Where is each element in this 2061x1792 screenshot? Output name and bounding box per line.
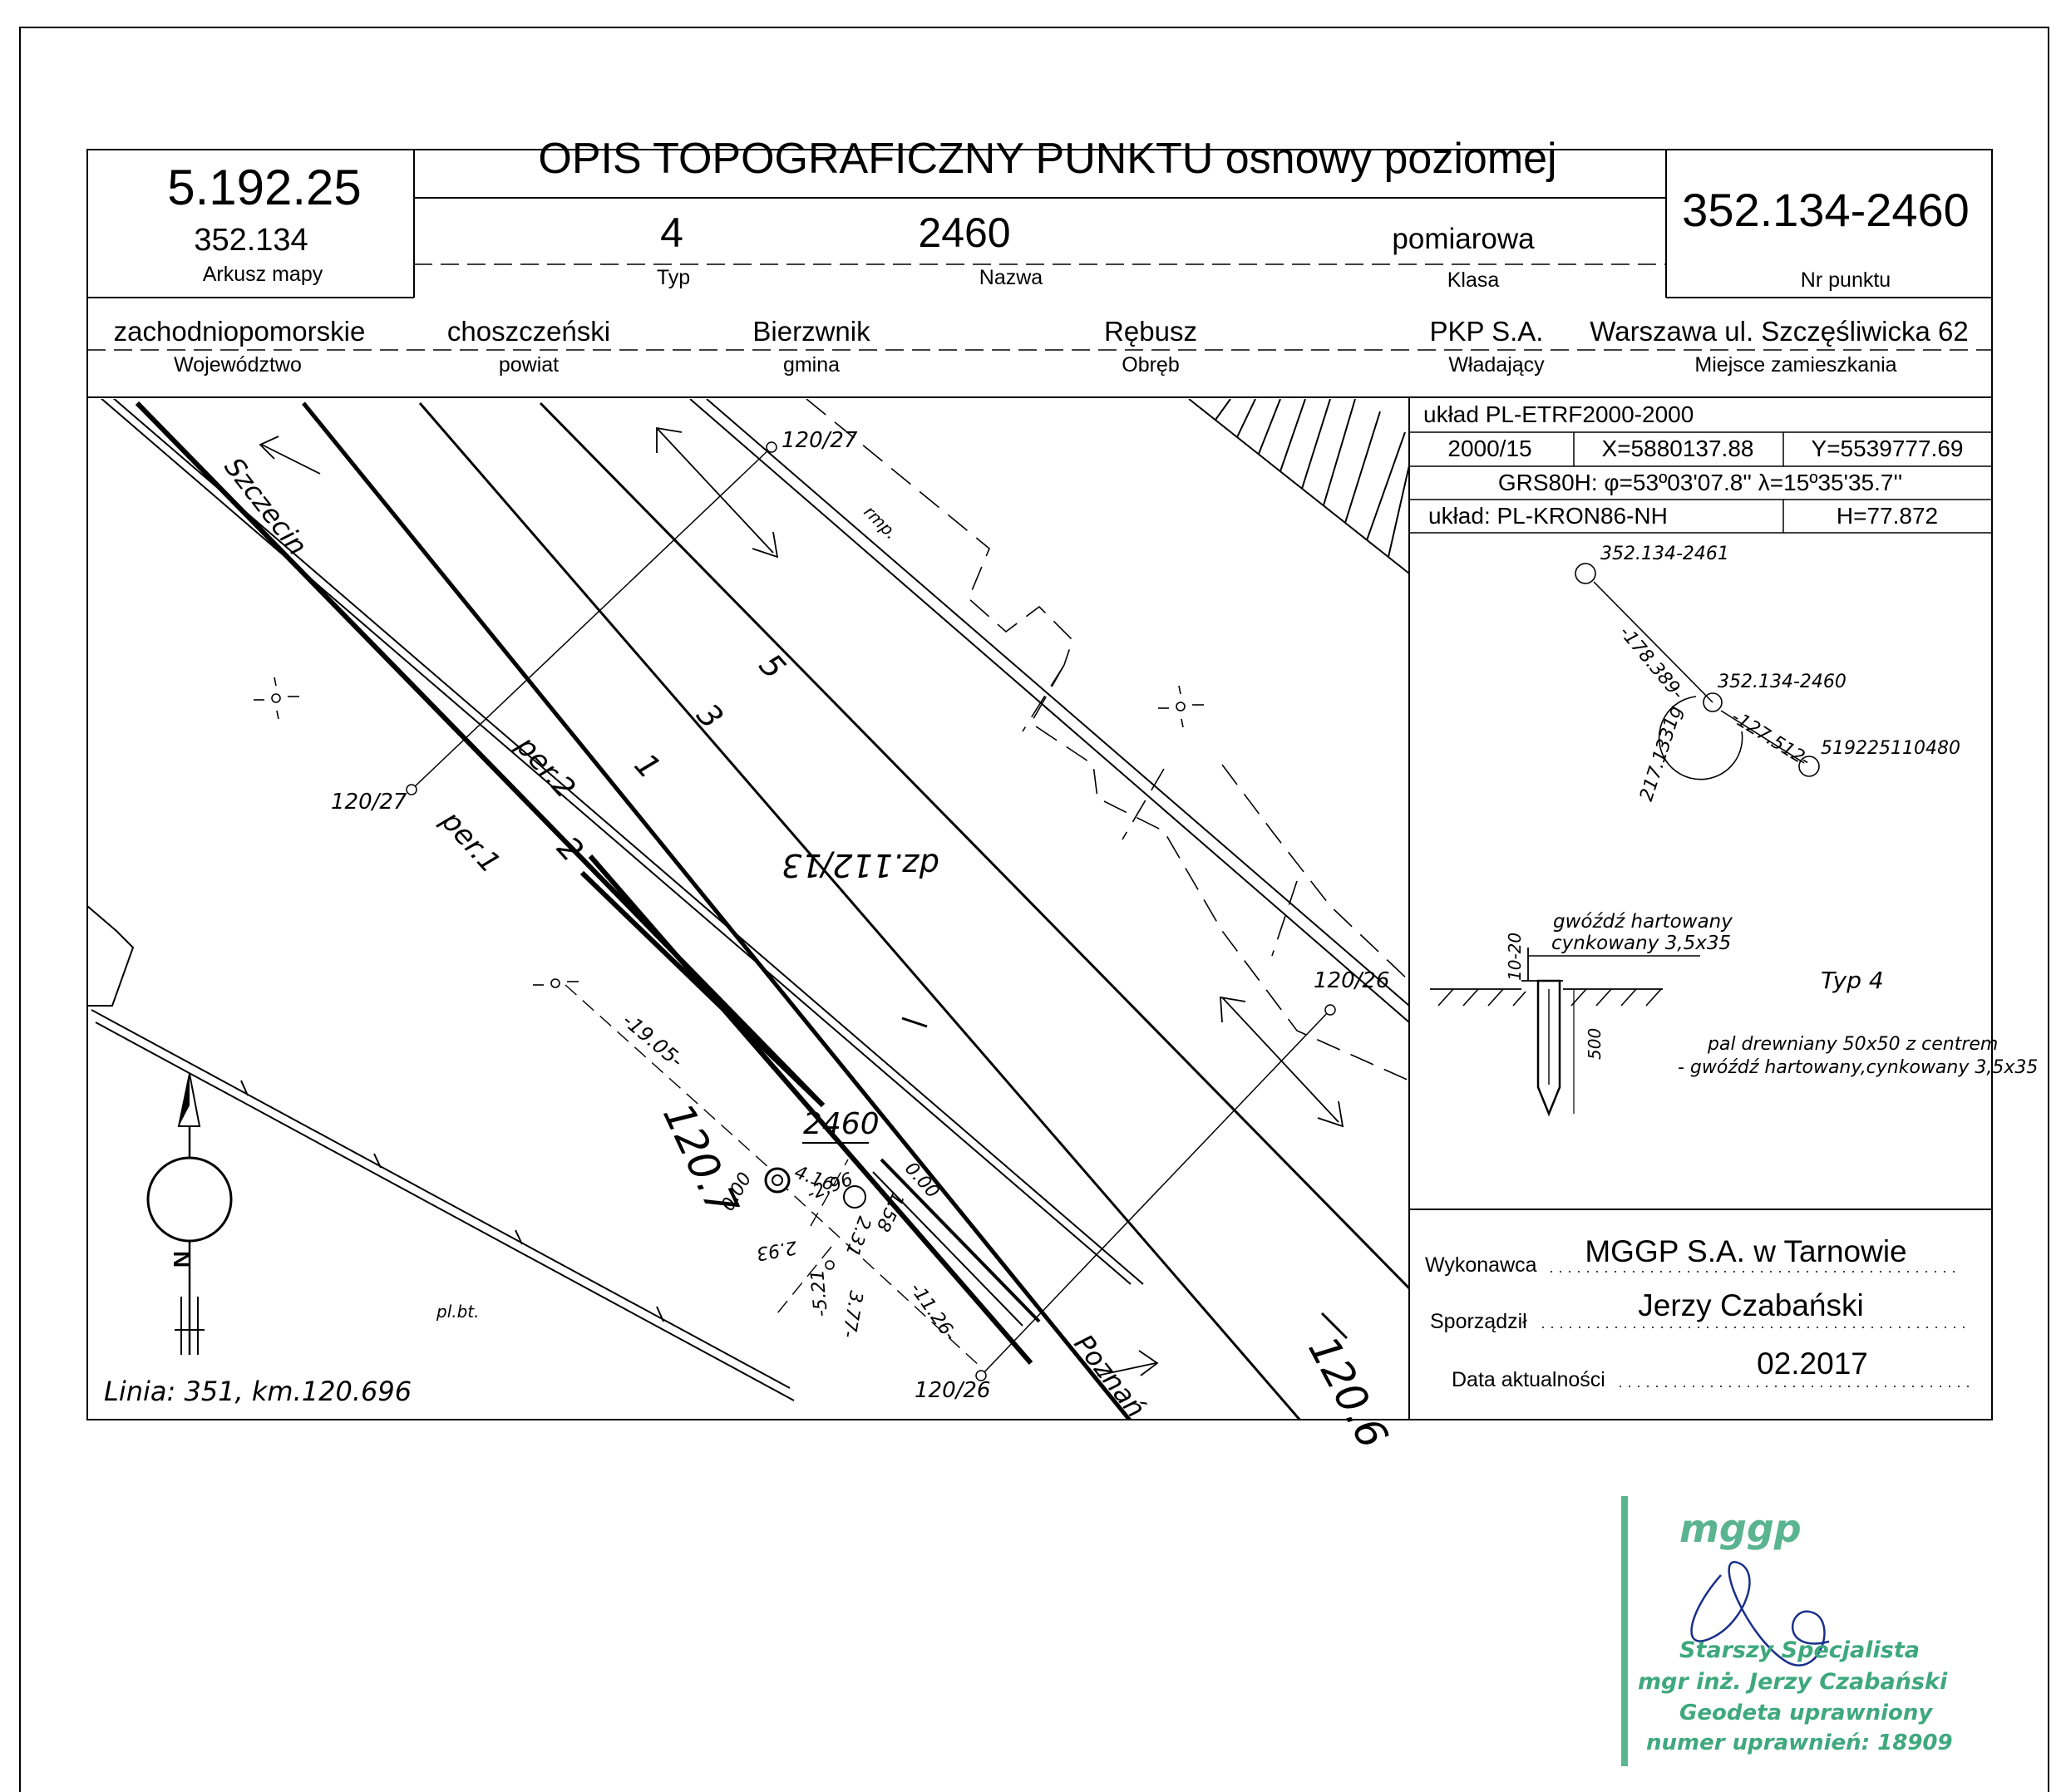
author-label: Sporządził (1430, 1310, 1527, 1333)
map-hm-bottom: 120/26 (915, 1378, 991, 1403)
sketch-neighbor-2: 519225110480 (1821, 738, 1960, 759)
coord-grs: GRS80H: φ=53º03'07.8'' λ=15º35'35.7'' (1497, 470, 1903, 495)
map-hm-right: 120/26 (1314, 968, 1390, 993)
marker-desc-1: pal drewniany 50x50 z centrem (1708, 1034, 1999, 1055)
stamp-graphic: mggp (1621, 1496, 1830, 1766)
marker-nail: gwóźdź hartowany (1553, 911, 1733, 933)
map-parcel: dz.112/13 (782, 847, 939, 884)
class-label: Klasa (1447, 268, 1500, 292)
marker-nail-spec: cynkowany 3,5x35 (1551, 933, 1732, 954)
contractor: MGGP S.A. w Tarnowie (1585, 1234, 1907, 1268)
map-point-2460: 2460 (803, 1107, 880, 1141)
owner: PKP S.A. (1429, 316, 1544, 347)
map-hm-top: 120/27 (782, 428, 858, 453)
form-frame (86, 149, 1993, 1420)
map-dist-5-21: -5.21 (807, 1268, 832, 1318)
name-label: Nazwa (979, 266, 1043, 289)
residence: Warszawa ul. Szczęśliwicka 62 (1590, 316, 1969, 347)
precinct: Rębusz (1104, 316, 1197, 347)
sketch-center: 352.134-2460 (1718, 672, 1847, 692)
class-value: pomiarowa (1392, 223, 1535, 255)
name-value: 2460 (918, 209, 1011, 256)
map-line-info: Linia: 351, km.120.696 (104, 1376, 412, 1407)
svg-text:mggp: mggp (1679, 1506, 1802, 1551)
point-number-label: Nr punktu (1800, 268, 1891, 292)
sheet-label: Arkusz mapy (202, 263, 323, 286)
stamp-line-4: numer uprawnień: 18909 (1646, 1730, 1953, 1755)
author: Jerzy Czabański (1638, 1288, 1864, 1322)
coord-system: układ PL-ETRF2000-2000 (1423, 401, 1694, 427)
sheet-number: 5.192.25 (167, 160, 362, 215)
page-frame (19, 27, 2049, 1792)
height-system: układ: PL-KRON86-NH (1428, 503, 1668, 529)
stamp-line-2: mgr inż. Jerzy Czabański (1638, 1669, 1948, 1695)
coord-y: Y=5539777.69 (1811, 436, 1964, 461)
height-value: H=77.872 (1836, 503, 1939, 529)
county-label: powiat (498, 353, 560, 377)
stamp-line-1: Starszy Specjalista (1679, 1637, 1920, 1663)
commune: Bierzwnik (752, 316, 870, 347)
voivodeship-label: Województwo (174, 353, 302, 377)
map-plbt: pl.bt. (436, 1302, 480, 1322)
date-label: Data aktualności (1452, 1368, 1605, 1391)
date: 02.2017 (1757, 1346, 1868, 1381)
map-hm-left: 120/27 (331, 790, 407, 815)
point-number: 352.134-2460 (1682, 184, 1970, 236)
voivodeship: zachodniopomorskie (113, 316, 366, 347)
owner-label: Władający (1448, 353, 1545, 377)
type-label: Typ (656, 266, 691, 289)
precinct-label: Obręb (1122, 353, 1180, 377)
stamp-line-3: Geodeta uprawniony (1679, 1701, 1933, 1726)
type-value: 4 (660, 209, 683, 256)
stamp: mggp Starszy Specjalista mgr inż. Jerzy … (1621, 1496, 1953, 1770)
marker-length: 500 (1585, 1027, 1605, 1060)
marker-desc-2: - gwóźdź hartowany,cynkowany 3,5x35 (1678, 1057, 2039, 1078)
coord-x: X=5880137.88 (1601, 436, 1754, 461)
sketch-neighbor-1: 352.134-2461 (1600, 544, 1729, 564)
map-north-label: N (169, 1251, 195, 1268)
marker-depth: 10-20 (1505, 932, 1525, 981)
coord-zone: 2000/15 (1447, 436, 1532, 461)
contractor-label: Wykonawca (1425, 1253, 1537, 1277)
marker-type: Typ 4 (1821, 967, 1884, 994)
document-title: OPIS TOPOGRAFICZNY PUNKTU osnowy poziome… (538, 135, 1557, 183)
commune-label: gmina (782, 353, 841, 377)
county: choszczeński (446, 316, 611, 347)
residence-label: Miejsce zamieszkania (1694, 353, 1897, 377)
sheet-code: 352.134 (194, 223, 308, 258)
